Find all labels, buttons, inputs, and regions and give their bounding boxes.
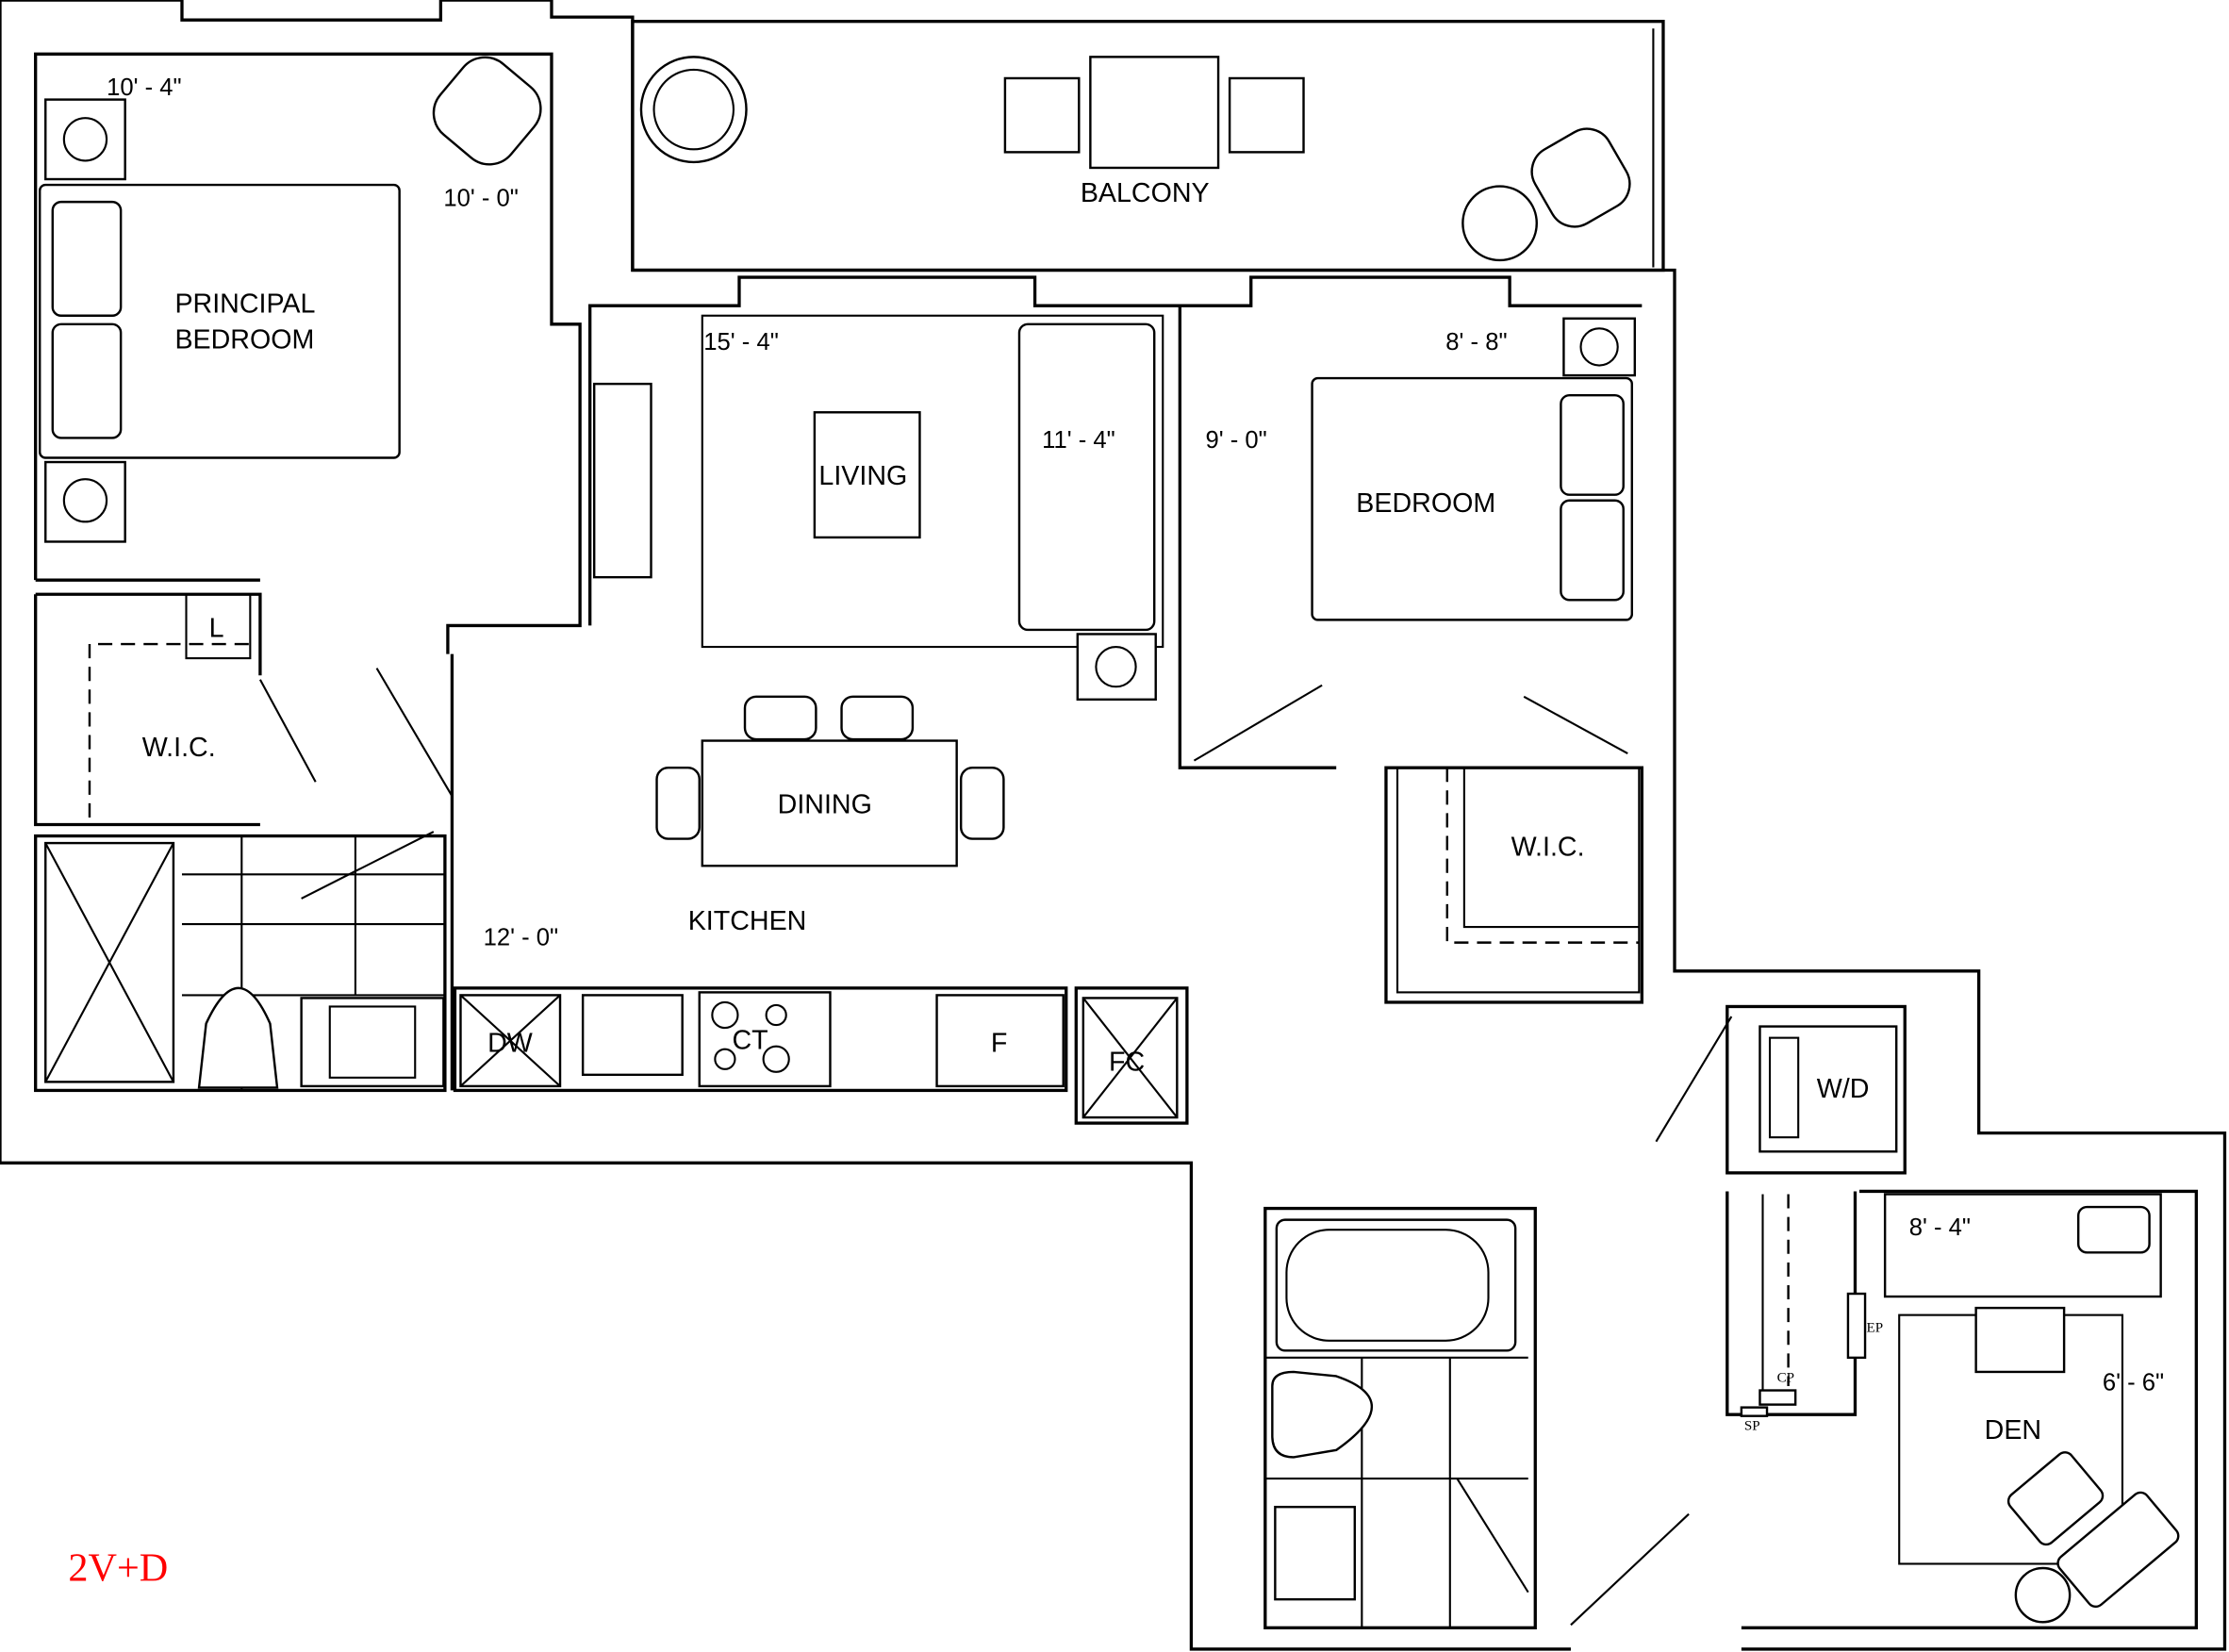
pillow	[1560, 393, 1625, 496]
bathroom-main	[1263, 1206, 1537, 1629]
vanity	[1274, 1505, 1356, 1601]
cooktop-label: CT	[732, 1026, 768, 1056]
toilet	[197, 986, 279, 1089]
dimension-label: 6' - 6"	[2103, 1370, 2164, 1396]
pillow	[51, 200, 123, 317]
dining-chair	[655, 766, 701, 840]
door	[1193, 684, 1323, 762]
wic-label: W.I.C.	[1511, 833, 1585, 863]
door	[1523, 695, 1628, 755]
entry-door	[1570, 1512, 1690, 1627]
dining-chair	[743, 695, 817, 741]
door	[301, 831, 435, 900]
living-area: LIVING 15' - 4" 11' - 4" DINING KITCHEN …	[450, 275, 1643, 1125]
dimension-label: 8' - 8"	[1445, 329, 1507, 355]
living-label: LIVING	[818, 461, 907, 491]
fan-coil-marker	[1076, 633, 1157, 702]
entry-closet: EP CP SP	[1725, 1191, 1884, 1434]
sink	[581, 994, 684, 1077]
dining-chair	[959, 766, 1005, 840]
walk-in-closet-left: L W.I.C.	[34, 592, 454, 827]
lounge-chair	[2006, 1451, 2105, 1546]
fan-coil-label: FC	[1109, 1047, 1145, 1077]
kitchen-counter	[453, 986, 1068, 1093]
principal-bedroom: PRINCIPAL BEDROOM 10' - 4" 10' - 0"	[34, 52, 582, 654]
principal-bedroom-label-2: BEDROOM	[174, 324, 314, 355]
balcony-table	[1089, 56, 1220, 170]
door	[258, 679, 317, 783]
bathtub	[1275, 1218, 1517, 1352]
vanity	[300, 997, 445, 1088]
walk-in-closet-right: W.I.C.	[1384, 766, 1643, 1004]
sofa	[1017, 322, 1156, 632]
nightstand	[1562, 317, 1637, 377]
dimension-label: 15' - 4"	[703, 329, 779, 355]
bedroom-label: BEDROOM	[1356, 488, 1495, 519]
armchair	[432, 56, 542, 166]
bathroom-ensuite	[34, 831, 447, 1093]
balcony-chair	[1228, 76, 1305, 154]
exterior-wall-south	[0, 1161, 1571, 1651]
dishwasher-label: DW	[487, 1029, 533, 1059]
cooktop	[698, 991, 832, 1088]
den: DEN 8' - 4" 6' - 6"	[1570, 1189, 2198, 1629]
linen-label: L	[209, 613, 224, 643]
dining-label: DINING	[778, 789, 872, 819]
electrical-panel-label: EP	[1867, 1321, 1884, 1336]
sprinkler-panel	[1740, 1406, 1769, 1417]
fan-coil-closet	[1074, 986, 1189, 1125]
door	[1456, 1478, 1529, 1594]
laundry: W/D	[1655, 1004, 1907, 1175]
balcony: BALCONY	[631, 20, 1665, 273]
wic-label: W.I.C.	[142, 733, 216, 763]
cable-panel	[1758, 1389, 1797, 1406]
fridge	[935, 994, 1065, 1088]
sprinkler-panel-label: SP	[1744, 1419, 1760, 1434]
pillow	[1560, 499, 1625, 602]
lounge-chair	[2056, 1491, 2180, 1609]
nightstand	[44, 98, 126, 181]
side-table	[2014, 1566, 2072, 1624]
door	[1655, 1016, 1733, 1143]
dimension-label: 10' - 4"	[107, 74, 182, 101]
bedroom: BEDROOM 9' - 0" 8' - 8"	[1178, 306, 1637, 769]
desk-chair	[1974, 1306, 2066, 1374]
dining-chair	[840, 695, 915, 741]
tv-unit	[592, 382, 652, 579]
dimension-label: 12' - 0"	[484, 925, 559, 951]
nightstand	[44, 460, 126, 543]
kitchen-label: KITCHEN	[688, 906, 807, 936]
cable-panel-label: CP	[1777, 1370, 1794, 1385]
principal-bedroom-label-1: PRINCIPAL	[174, 289, 315, 320]
dimension-label: 8' - 4"	[1909, 1214, 1971, 1241]
lounge-chair	[1530, 127, 1631, 228]
desk-lamp	[2076, 1205, 2151, 1254]
coffee-table	[813, 411, 921, 539]
balcony-label: BALCONY	[1081, 178, 1210, 208]
den-label: DEN	[1985, 1415, 2041, 1446]
dimension-label: 11' - 4"	[1042, 427, 1115, 454]
unit-code: 2V+D	[68, 1546, 168, 1591]
washer-dryer	[1758, 1025, 1898, 1153]
dimension-label: 10' - 0"	[443, 186, 519, 212]
toilet	[1271, 1370, 1374, 1459]
balcony-chair	[1003, 76, 1081, 154]
side-table	[1461, 185, 1538, 262]
pillow	[51, 322, 123, 439]
fridge-label: F	[991, 1029, 1008, 1059]
electrical-panel	[1846, 1292, 1867, 1360]
planter-icon	[639, 56, 748, 164]
dimension-label: 9' - 0"	[1205, 427, 1266, 454]
washer-dryer-label: W/D	[1817, 1074, 1870, 1104]
bed	[39, 183, 401, 459]
bed	[1311, 376, 1633, 621]
dining-table	[701, 739, 958, 867]
door	[375, 668, 454, 797]
